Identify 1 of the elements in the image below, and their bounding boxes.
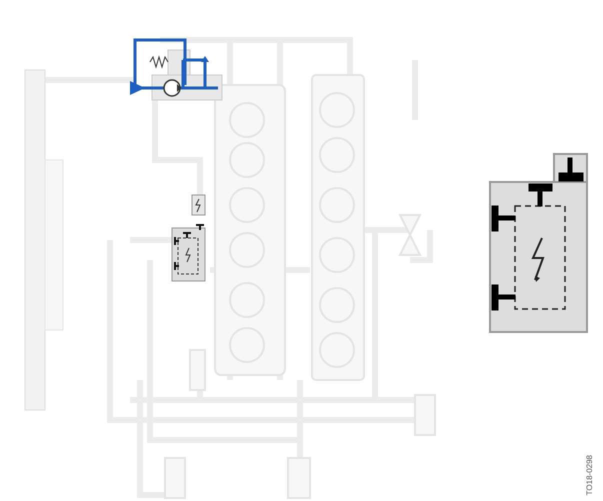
figure-code: TO18-0298: [585, 455, 594, 496]
